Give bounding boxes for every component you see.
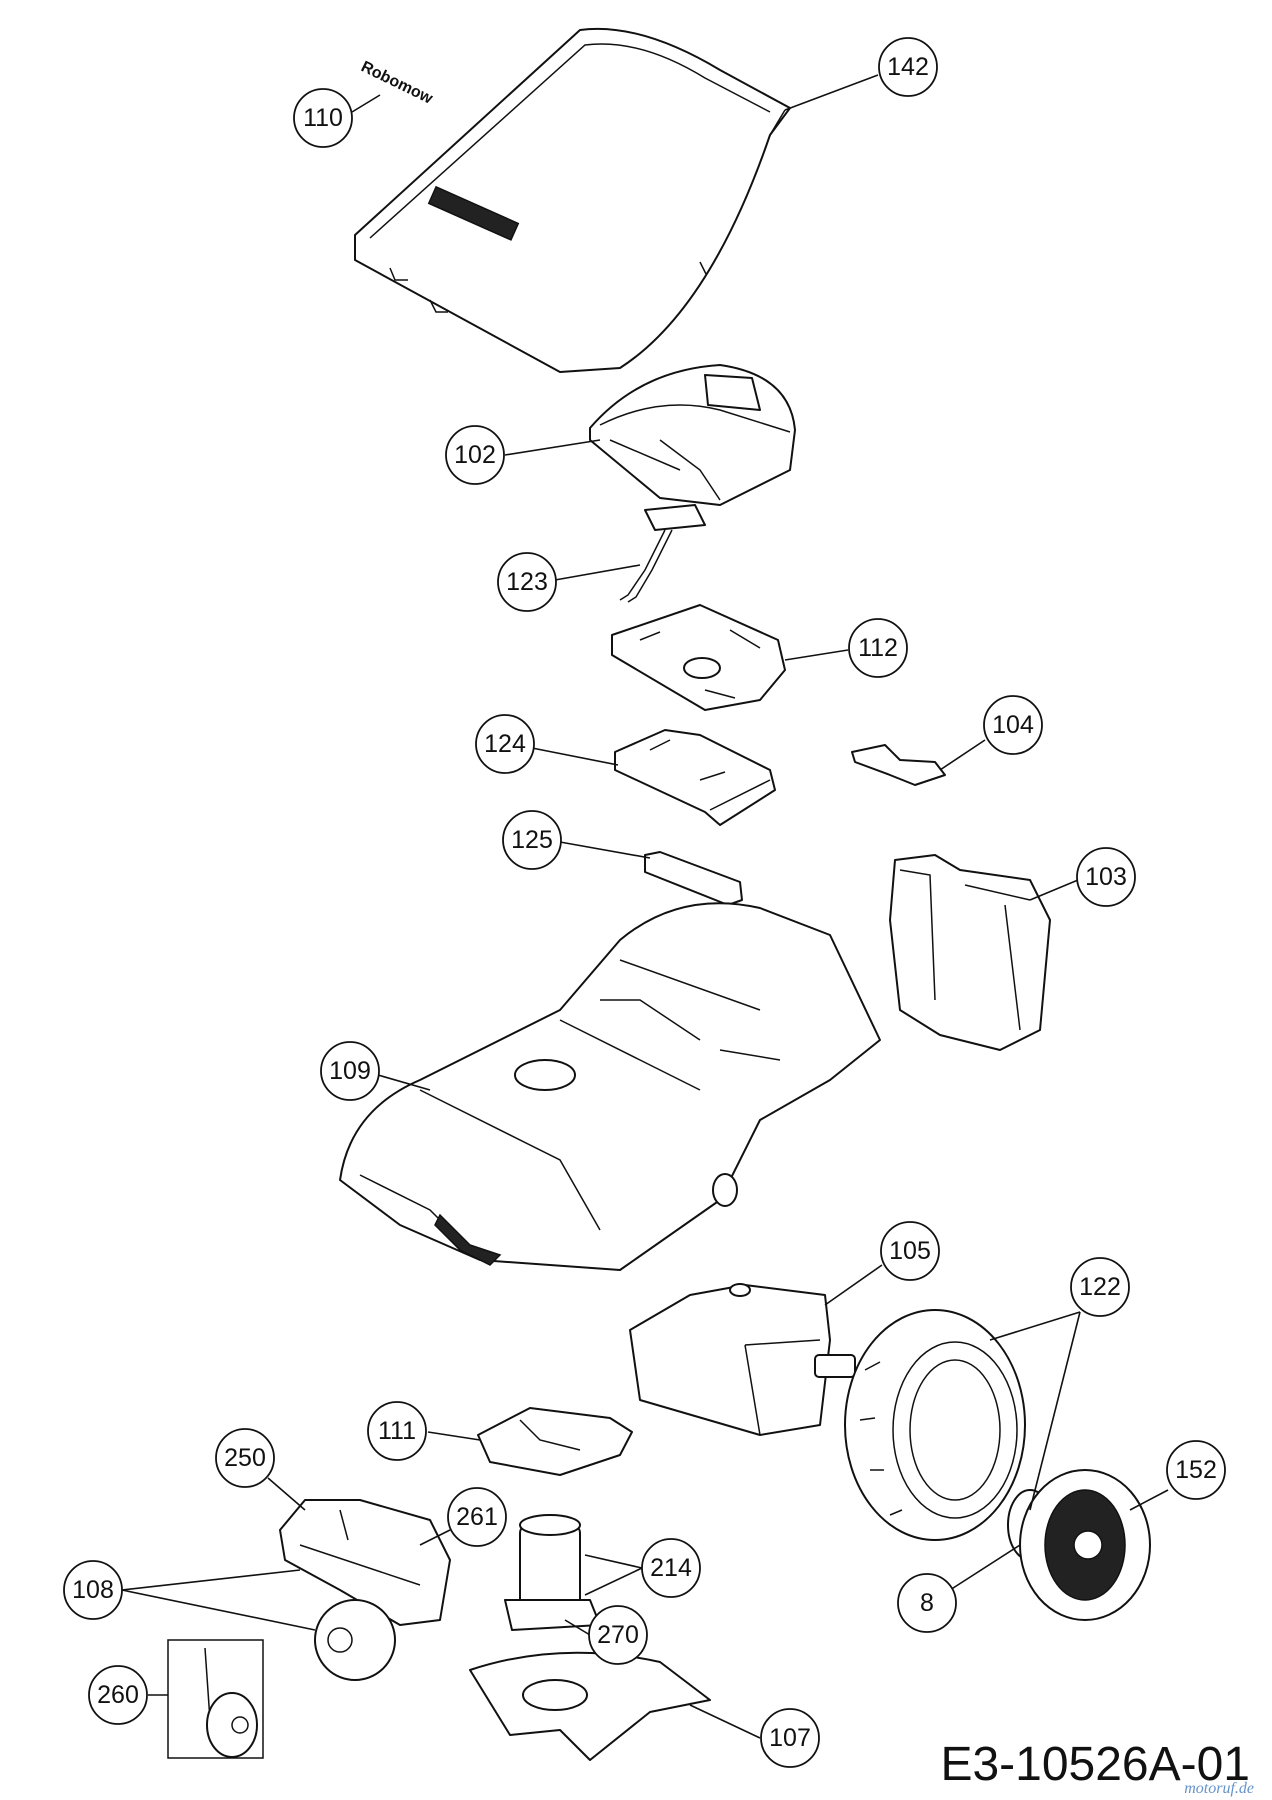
callout-112: 112 xyxy=(848,618,908,678)
callout-107: 107 xyxy=(760,1708,820,1768)
callout-label: 109 xyxy=(329,1057,371,1085)
leader-214b xyxy=(584,1567,643,1596)
part-152-wheel-cap xyxy=(1019,1469,1151,1621)
leader-102 xyxy=(504,439,601,456)
leader-270 xyxy=(564,1619,591,1636)
part-104-switch-bracket xyxy=(851,744,946,786)
callout-260: 260 xyxy=(88,1665,148,1725)
part-103-battery-housing xyxy=(889,854,1051,1051)
leader-109 xyxy=(377,1074,431,1091)
part-142-top-cover xyxy=(354,27,791,373)
callout-label: 8 xyxy=(920,1589,934,1617)
callout-8: 8 xyxy=(897,1573,957,1633)
leader-103 xyxy=(1029,879,1079,901)
part-109-chassis xyxy=(339,902,881,1271)
leader-261 xyxy=(419,1529,451,1546)
callout-label: 112 xyxy=(858,634,898,662)
part-112-main-pcb xyxy=(611,604,786,711)
callout-label: 260 xyxy=(97,1681,139,1709)
callout-111: 111 xyxy=(367,1401,427,1461)
callout-label: 108 xyxy=(72,1576,114,1604)
part-250-cutting-housing xyxy=(279,1499,451,1626)
callout-103: 103 xyxy=(1076,847,1136,907)
callout-214: 214 xyxy=(641,1538,701,1598)
leader-110 xyxy=(351,94,381,113)
callout-105: 105 xyxy=(880,1221,940,1281)
callout-104: 104 xyxy=(983,695,1043,755)
callout-label: 102 xyxy=(454,441,496,469)
callout-270: 270 xyxy=(588,1605,648,1665)
part-122-wheel xyxy=(844,1309,1026,1541)
leader-123 xyxy=(554,564,641,581)
leader-250 xyxy=(267,1477,306,1511)
leader-214a xyxy=(584,1554,643,1569)
part-214-motor xyxy=(504,1514,601,1631)
callout-123: 123 xyxy=(497,552,557,612)
callout-110: 110 xyxy=(293,88,353,148)
callout-label: 270 xyxy=(597,1621,639,1649)
leader-lines xyxy=(121,74,1169,1739)
callout-108: 108 xyxy=(63,1560,123,1620)
part-124-pcb-tray xyxy=(614,729,776,826)
callout-label: 125 xyxy=(511,826,553,854)
leader-122b xyxy=(1029,1311,1081,1511)
callout-152: 152 xyxy=(1166,1440,1226,1500)
callout-label: 250 xyxy=(224,1444,266,1472)
leader-112 xyxy=(784,649,849,661)
callout-102: 102 xyxy=(445,425,505,485)
callout-109: 109 xyxy=(320,1041,380,1101)
robomow-logo-on-cover xyxy=(427,185,520,241)
callout-label: 104 xyxy=(992,711,1034,739)
leader-108a xyxy=(121,1569,301,1591)
leader-142 xyxy=(784,74,879,111)
callout-label: 111 xyxy=(378,1417,416,1445)
part-125-bracket-strip xyxy=(644,851,743,906)
leader-152 xyxy=(1129,1489,1169,1511)
callout-label: 105 xyxy=(889,1237,931,1265)
part-107-blade xyxy=(469,1651,711,1761)
callout-label: 107 xyxy=(769,1724,811,1752)
leader-125 xyxy=(559,841,651,859)
callout-122: 122 xyxy=(1070,1257,1130,1317)
callout-label: 152 xyxy=(1175,1456,1217,1484)
callout-125: 125 xyxy=(502,810,562,870)
callout-label: 122 xyxy=(1079,1273,1121,1301)
document-code: E3-10526A-01 xyxy=(940,1738,1250,1791)
leader-107 xyxy=(689,1704,761,1739)
leader-105 xyxy=(824,1264,883,1306)
part-123-ribbon-cable xyxy=(619,504,706,603)
callout-label: 110 xyxy=(303,104,343,132)
leader-122a xyxy=(989,1311,1081,1341)
callout-142: 142 xyxy=(878,37,938,97)
leader-104 xyxy=(939,739,986,771)
callout-label: 123 xyxy=(506,568,548,596)
leader-8 xyxy=(949,1544,1021,1591)
part-111-bracket xyxy=(477,1407,633,1476)
part-108-front-wheel xyxy=(314,1599,396,1681)
part-105-drive-motor xyxy=(629,1283,856,1436)
callout-label: 103 xyxy=(1085,863,1127,891)
watermark: motoruf.de xyxy=(1184,1780,1254,1797)
callout-label: 124 xyxy=(484,730,526,758)
callout-label: 142 xyxy=(887,53,929,81)
callout-261: 261 xyxy=(447,1487,507,1547)
leader-108b xyxy=(121,1589,316,1631)
part-102-control-housing xyxy=(589,364,796,506)
callout-250: 250 xyxy=(215,1428,275,1488)
part-260-swivel-wheel xyxy=(167,1639,264,1759)
callout-label: 261 xyxy=(456,1503,498,1531)
callout-124: 124 xyxy=(475,714,535,774)
callout-label: 214 xyxy=(650,1554,692,1582)
leader-111 xyxy=(427,1431,481,1441)
leader-124 xyxy=(531,747,619,766)
